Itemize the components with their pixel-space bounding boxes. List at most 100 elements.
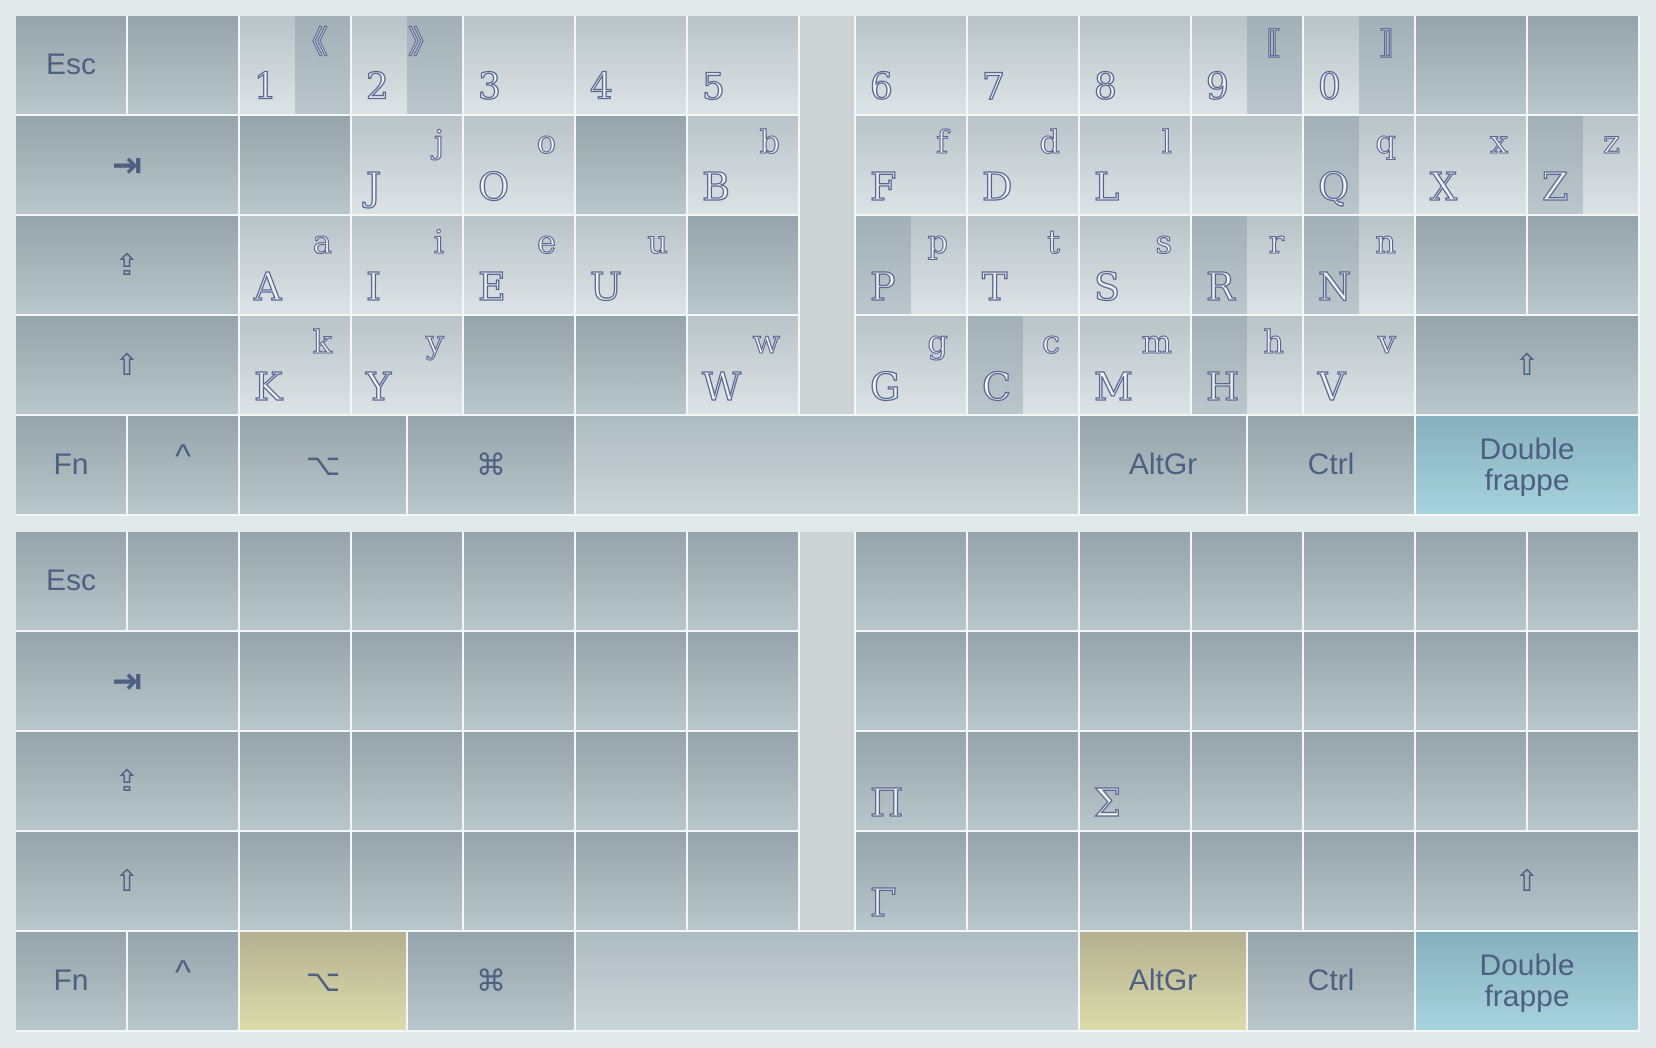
caps-lock-key[interactable]: ⇪ (16, 216, 240, 316)
blank-key[interactable] (128, 16, 240, 116)
blank-key[interactable] (1304, 732, 1416, 832)
key-r[interactable]: R r (1192, 216, 1304, 316)
key-9[interactable]: 9 ⟦ (1192, 16, 1304, 116)
key-o[interactable]: O o (464, 116, 576, 216)
blank-key[interactable] (352, 832, 464, 932)
blank-key[interactable] (576, 316, 688, 416)
control-key[interactable]: ^ (128, 416, 240, 516)
blank-key[interactable] (576, 116, 688, 216)
blank-key[interactable] (1080, 532, 1192, 632)
blank-key[interactable] (464, 632, 576, 732)
key-z[interactable]: Z z (1528, 116, 1640, 216)
ctrl-key[interactable]: Ctrl (1248, 932, 1416, 1032)
altgr-key-active[interactable]: AltGr (1080, 932, 1248, 1032)
key-g[interactable]: G g (856, 316, 968, 416)
blank-key[interactable] (856, 632, 968, 732)
control-key[interactable]: ^ (128, 932, 240, 1032)
key-u[interactable]: U u (576, 216, 688, 316)
blank-key[interactable] (968, 832, 1080, 932)
key-h[interactable]: H h (1192, 316, 1304, 416)
blank-key[interactable] (352, 532, 464, 632)
key-a[interactable]: A a (240, 216, 352, 316)
blank-key[interactable] (1304, 632, 1416, 732)
blank-key[interactable] (688, 216, 800, 316)
blank-key[interactable] (576, 832, 688, 932)
blank-key[interactable] (464, 316, 576, 416)
blank-key[interactable] (1192, 832, 1304, 932)
option-key[interactable]: ⌥ (240, 416, 408, 516)
key-1[interactable]: 1 《 (240, 16, 352, 116)
key-e[interactable]: E e (464, 216, 576, 316)
blank-key[interactable] (1192, 116, 1304, 216)
blank-key[interactable] (1416, 632, 1528, 732)
blank-key[interactable] (464, 732, 576, 832)
blank-key[interactable] (1416, 216, 1528, 316)
left-shift-key[interactable]: ⇧ (16, 832, 240, 932)
double-frappe-key[interactable]: Double frappe (1416, 932, 1640, 1032)
blank-key[interactable] (352, 732, 464, 832)
key-m[interactable]: M m (1080, 316, 1192, 416)
blank-key[interactable] (1528, 216, 1640, 316)
key-5[interactable]: 5 (688, 16, 800, 116)
key-6[interactable]: 6 (856, 16, 968, 116)
right-shift-key[interactable]: ⇧ (1416, 316, 1640, 416)
tab-key[interactable]: ⇥ (16, 632, 240, 732)
blank-key[interactable] (464, 532, 576, 632)
ctrl-key[interactable]: Ctrl (1248, 416, 1416, 516)
blank-key[interactable] (688, 632, 800, 732)
key-f[interactable]: F f (856, 116, 968, 216)
esc-key[interactable]: Esc (16, 532, 128, 632)
blank-key[interactable] (1192, 532, 1304, 632)
key-gamma-symbol[interactable]: Γ (856, 832, 968, 932)
blank-key[interactable] (1080, 832, 1192, 932)
key-b[interactable]: B b (688, 116, 800, 216)
blank-key[interactable] (128, 532, 240, 632)
blank-key[interactable] (1304, 832, 1416, 932)
key-i[interactable]: I i (352, 216, 464, 316)
blank-key[interactable] (688, 832, 800, 932)
right-shift-key[interactable]: ⇧ (1416, 832, 1640, 932)
blank-key[interactable] (352, 632, 464, 732)
spacebar[interactable] (576, 416, 1080, 516)
blank-key[interactable] (1528, 532, 1640, 632)
blank-key[interactable] (240, 116, 352, 216)
left-shift-key[interactable]: ⇧ (16, 316, 240, 416)
key-y[interactable]: Y y (352, 316, 464, 416)
blank-key[interactable] (1192, 632, 1304, 732)
key-l[interactable]: L l (1080, 116, 1192, 216)
command-key[interactable]: ⌘ (408, 932, 576, 1032)
key-sigma-symbol[interactable]: Σ (1080, 732, 1192, 832)
blank-key[interactable] (576, 732, 688, 832)
blank-key[interactable] (968, 632, 1080, 732)
key-8[interactable]: 8 (1080, 16, 1192, 116)
blank-key[interactable] (1192, 732, 1304, 832)
blank-key[interactable] (1528, 732, 1640, 832)
caps-lock-key[interactable]: ⇪ (16, 732, 240, 832)
esc-key[interactable]: Esc (16, 16, 128, 116)
option-key-active[interactable]: ⌥ (240, 932, 408, 1032)
blank-key[interactable] (1528, 16, 1640, 116)
blank-key[interactable] (576, 532, 688, 632)
double-frappe-key[interactable]: Double frappe (1416, 416, 1640, 516)
key-0[interactable]: 0 ⟧ (1304, 16, 1416, 116)
key-c[interactable]: C c (968, 316, 1080, 416)
key-7[interactable]: 7 (968, 16, 1080, 116)
key-w[interactable]: W w (688, 316, 800, 416)
blank-key[interactable] (240, 832, 352, 932)
key-v[interactable]: V v (1304, 316, 1416, 416)
tab-key[interactable]: ⇥ (16, 116, 240, 216)
blank-key[interactable] (856, 532, 968, 632)
blank-key[interactable] (1416, 16, 1528, 116)
spacebar[interactable] (576, 932, 1080, 1032)
key-4[interactable]: 4 (576, 16, 688, 116)
key-2[interactable]: 2 》 (352, 16, 464, 116)
key-p[interactable]: P p (856, 216, 968, 316)
key-s[interactable]: S s (1080, 216, 1192, 316)
blank-key[interactable] (1416, 732, 1528, 832)
key-t[interactable]: T t (968, 216, 1080, 316)
blank-key[interactable] (1304, 532, 1416, 632)
command-key[interactable]: ⌘ (408, 416, 576, 516)
blank-key[interactable] (688, 732, 800, 832)
blank-key[interactable] (240, 532, 352, 632)
blank-key[interactable] (240, 632, 352, 732)
